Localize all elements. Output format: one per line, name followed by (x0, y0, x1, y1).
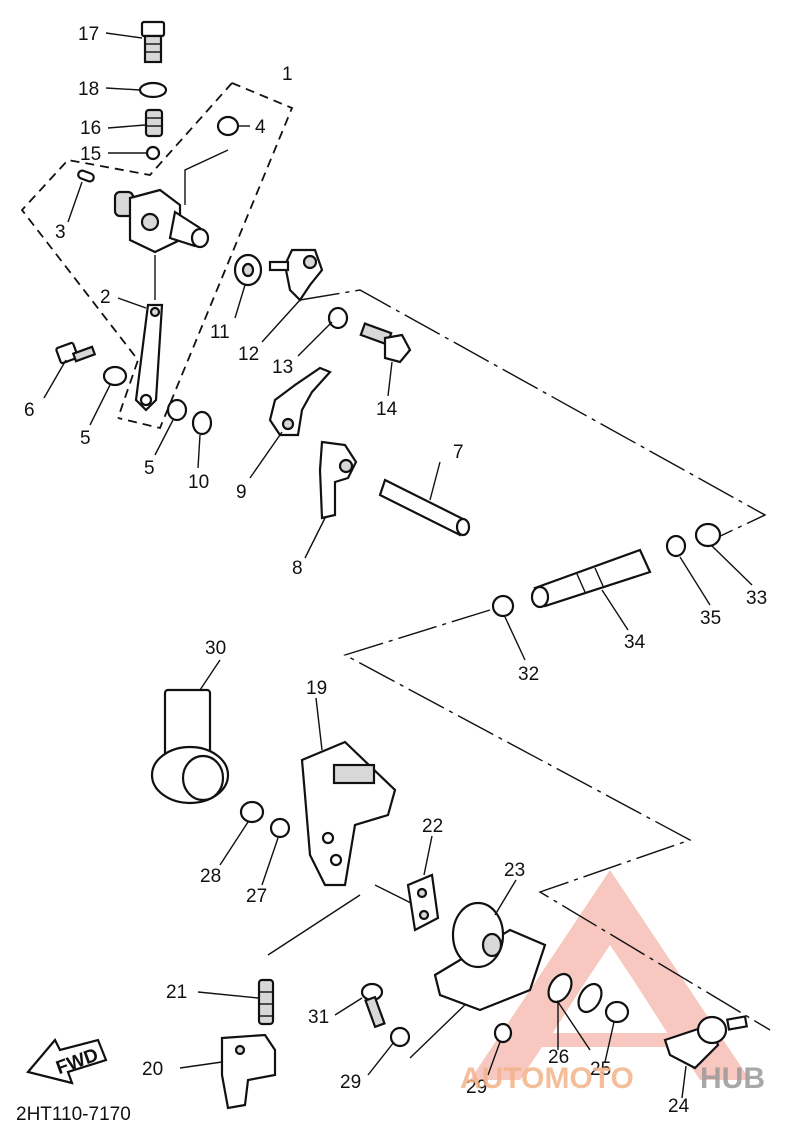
callout-2: 2 (100, 287, 111, 308)
part-5-washer-a (102, 365, 128, 387)
callout-21: 21 (166, 982, 187, 1003)
callout-13: 13 (272, 357, 293, 378)
part-8-shift-rod-arm (318, 440, 358, 520)
part-9-shift-arm (268, 366, 332, 437)
callout-35: 35 (700, 608, 721, 629)
part-24-joint (663, 1015, 749, 1070)
callout-8: 8 (292, 558, 303, 579)
part-13-washer (327, 306, 349, 330)
callout-6: 6 (24, 400, 35, 421)
part-23-bracket (433, 901, 547, 1012)
part-17-bolt (140, 20, 166, 64)
callout-34: 34 (624, 632, 646, 653)
part-4-cap (216, 115, 240, 137)
callout-24: 24 (668, 1096, 690, 1117)
callout-3: 3 (55, 222, 66, 243)
callout-9: 9 (236, 482, 247, 503)
watermark-automoto: AUTOMOTO (460, 1062, 634, 1095)
callout-33: 33 (746, 588, 767, 609)
part-22-plate (406, 873, 440, 932)
watermark-hub: HUB (700, 1062, 765, 1095)
part-19-bracket (300, 740, 397, 887)
callout-28: 28 (200, 866, 221, 887)
part-21-spring (257, 978, 275, 1026)
part-15-ball (145, 145, 161, 161)
part-35-bush (665, 534, 687, 558)
callout-4: 4 (255, 117, 266, 138)
part-7-shaft (378, 478, 471, 537)
part-34-shift-rod (530, 548, 652, 609)
part-6-bolt (55, 341, 97, 365)
part-18-washer (138, 81, 168, 99)
callout-20: 20 (142, 1059, 163, 1080)
callout-23: 23 (504, 860, 525, 881)
part-20-stopper (220, 1033, 277, 1110)
callout-29a: 29 (340, 1072, 361, 1093)
part-27-washer (269, 817, 291, 839)
callout-19: 19 (306, 678, 327, 699)
part-29-washer-b (493, 1022, 513, 1044)
callout-27: 27 (246, 886, 267, 907)
callout-16: 16 (80, 118, 101, 139)
callout-30: 30 (205, 638, 226, 659)
assembly-1-outline (20, 82, 294, 430)
callout-1: 1 (282, 64, 293, 85)
diagram-code: 2HT110-7170 (16, 1104, 131, 1125)
part-28-collar (239, 800, 265, 824)
part-10-nut (191, 410, 213, 436)
callout-26: 26 (548, 1047, 569, 1068)
part-2-lever (134, 303, 164, 412)
fwd-arrow-icon: FWD (26, 1038, 108, 1085)
part-14-bolt (359, 322, 412, 364)
part-29-washer-a (389, 1026, 411, 1048)
part-11-hole (241, 262, 255, 278)
callout-10: 10 (188, 472, 209, 493)
callout-17: 17 (78, 24, 99, 45)
callout-18: 18 (78, 79, 99, 100)
callout-7: 7 (453, 442, 464, 463)
callout-31: 31 (308, 1007, 329, 1028)
callout-25: 25 (590, 1059, 611, 1080)
reference-lines (154, 149, 771, 1059)
part-25-washer (604, 1000, 630, 1024)
part-32-nut (491, 594, 515, 618)
part-30-band (150, 688, 230, 805)
callout-12: 12 (238, 344, 259, 365)
callout-leaders (43, 32, 753, 1099)
part-26-oring-a (547, 972, 573, 1004)
part-3-pin (77, 169, 95, 183)
part-1-shift-housing (113, 188, 210, 254)
callout-32: 32 (518, 664, 539, 685)
callout-labels: 17 18 16 15 1 4 3 2 11 12 13 14 6 5 5 10… (24, 24, 767, 1117)
callout-14: 14 (376, 399, 398, 420)
callout-11: 11 (210, 322, 230, 343)
part-16-spring (144, 108, 164, 138)
callout-22: 22 (422, 816, 443, 837)
part-5-washer-b (166, 398, 188, 422)
callout-29b: 29 (466, 1077, 487, 1098)
callout-5b: 5 (144, 458, 155, 479)
part-26-oring-b (577, 982, 603, 1014)
part-33-nut (694, 522, 722, 548)
part-12-bracket (268, 248, 324, 302)
callout-5a: 5 (80, 428, 91, 449)
callout-15: 15 (80, 144, 101, 165)
watermark-text: AUTOMOTO HUB (460, 1062, 765, 1095)
part-31-bolt (360, 982, 386, 1029)
